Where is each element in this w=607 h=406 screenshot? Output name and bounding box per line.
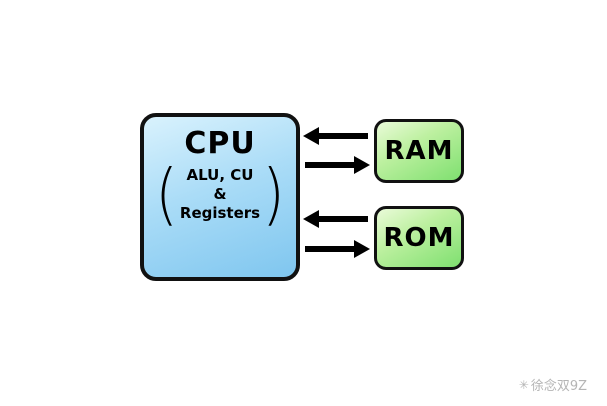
arrow-rom-to-cpu-icon — [303, 210, 368, 228]
watermark: ✳ 徐念双9Z — [518, 375, 587, 395]
watermark-text: 徐念双9Z — [530, 379, 587, 394]
cpu-sub-line-amp: & — [213, 184, 227, 203]
cpu-sub-lines: ALU, CU & Registers — [180, 166, 260, 222]
ram-block: RAM — [374, 119, 464, 183]
open-paren: ( — [155, 154, 178, 234]
cpu-block: CPU ( ALU, CU & Registers ) — [140, 113, 300, 281]
cpu-title: CPU — [184, 126, 256, 161]
watermark-flower-icon: ✳ — [518, 377, 529, 392]
cpu-subcomponents: ( ALU, CU & Registers ) — [153, 154, 286, 234]
cpu-sub-line-registers: Registers — [179, 203, 261, 222]
rom-label: ROM — [383, 223, 455, 253]
cpu-sub-line-alu-cu: ALU, CU — [186, 166, 254, 184]
arrow-cpu-to-rom-icon — [305, 240, 370, 258]
arrow-cpu-to-ram-icon — [305, 156, 370, 174]
close-paren: ) — [262, 154, 285, 234]
arrow-ram-to-cpu-icon — [303, 127, 368, 145]
rom-block: ROM — [374, 206, 464, 270]
ram-label: RAM — [384, 136, 454, 166]
